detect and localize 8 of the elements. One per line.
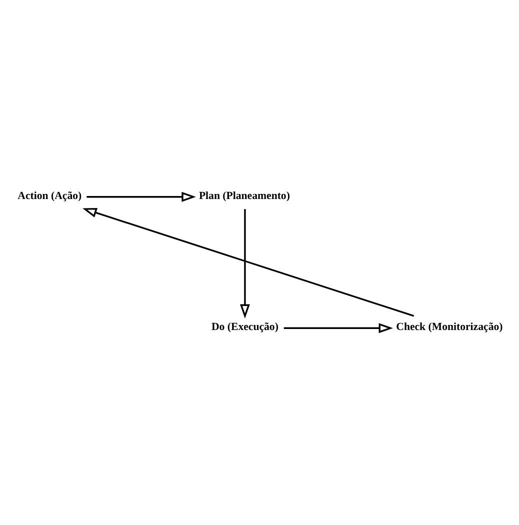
node-text: Check (Monitorização) (396, 321, 502, 334)
arrow (82, 208, 414, 317)
arrow (239, 209, 250, 318)
arrow (86, 192, 196, 202)
node-text: Do (Execução) (210, 321, 278, 334)
node-text: Action (Ação) (17, 190, 82, 202)
node-text: Plan (Planeamento) (198, 190, 290, 202)
arrow (283, 323, 392, 334)
